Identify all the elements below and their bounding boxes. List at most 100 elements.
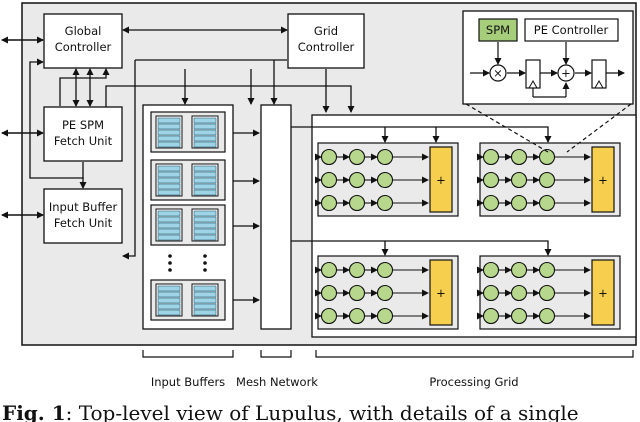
- buffer-cell: [157, 171, 181, 178]
- adder-icon: [557, 64, 575, 82]
- caption-text: : Top-level view of Lupulus, with detail…: [66, 401, 579, 422]
- pe-tile: +: [477, 142, 621, 217]
- processing-element: [510, 261, 528, 279]
- processing-element: [376, 307, 394, 325]
- processing-element: [348, 171, 366, 189]
- buffer-cell: [157, 303, 181, 310]
- ellipsis-dot: [203, 261, 207, 265]
- processing-element: [320, 194, 338, 212]
- processing-element: [482, 284, 500, 302]
- buffer-cell: [157, 309, 181, 316]
- buffer-cell: [157, 123, 181, 130]
- pe-spm-fetch-unit-block: PE SPM Fetch Unit: [43, 106, 123, 162]
- row-adder: [591, 259, 615, 326]
- input-buffer-stack: [150, 111, 226, 321]
- processing-element: [376, 171, 394, 189]
- buffer-cell: [193, 123, 217, 130]
- buffer-cell: [157, 234, 181, 241]
- row-adder: [429, 146, 453, 213]
- processing-element: [320, 148, 338, 166]
- buffer-cell: [193, 141, 217, 148]
- pe-tiles: ++++: [315, 142, 621, 330]
- processing-element: [482, 171, 500, 189]
- processing-element: [320, 171, 338, 189]
- input-buffer-module: [150, 159, 226, 201]
- ellipsis-dot: [168, 261, 172, 265]
- control-connections: [29, 26, 355, 260]
- buffer-cell: [193, 177, 217, 184]
- buffer-cell: [193, 183, 217, 190]
- buffer-cell: [157, 177, 181, 184]
- processing-element: [510, 148, 528, 166]
- pe-tile: +: [315, 142, 459, 217]
- ellipsis-dot: [168, 254, 172, 258]
- processing-element: [538, 307, 556, 325]
- buffer-cell: [157, 117, 181, 124]
- processing-element: [348, 261, 366, 279]
- pe-spm-fetch-label-1: PE SPM: [62, 118, 104, 132]
- processing-element: [482, 307, 500, 325]
- buffer-cell: [193, 228, 217, 235]
- processing-element: [376, 284, 394, 302]
- buffer-cell: [193, 222, 217, 229]
- processing-element: [320, 261, 338, 279]
- pe-spm-fetch-label-2: Fetch Unit: [54, 134, 113, 148]
- buffer-cell: [193, 285, 217, 292]
- global-controller-label-2: Controller: [55, 40, 112, 54]
- processing-element: [538, 148, 556, 166]
- buffer-cell: [157, 297, 181, 304]
- processing-element: [348, 194, 366, 212]
- processing-element: [376, 148, 394, 166]
- processing-element: [538, 194, 556, 212]
- grid-controller-block: Grid Controller: [287, 13, 365, 69]
- buffer-cell: [157, 222, 181, 229]
- multiplier-symbol: ×: [493, 66, 503, 80]
- buffer-cell: [157, 210, 181, 217]
- pe-detail-spm-label: SPM: [486, 23, 510, 37]
- multiplier-icon: [489, 64, 507, 82]
- buffer-cell: [193, 309, 217, 316]
- row-adder-symbol: +: [436, 286, 446, 300]
- register-1: [525, 59, 541, 89]
- pe-tile: +: [315, 255, 459, 330]
- buffer-cell: [193, 165, 217, 172]
- buffer-cell: [193, 216, 217, 223]
- processing-element: [348, 284, 366, 302]
- processing-element: [320, 284, 338, 302]
- buffer-cell: [193, 135, 217, 142]
- caption-label: Fig. 1: [2, 401, 66, 422]
- processing-element: [510, 171, 528, 189]
- processing-element: [538, 261, 556, 279]
- pe-detail-controller: [524, 18, 619, 42]
- row-adder: [591, 146, 615, 213]
- input-buffer-module: [150, 279, 226, 321]
- buffer-cell: [193, 189, 217, 196]
- group-brackets: [142, 350, 634, 358]
- input-buffer-fetch-label-1: Input Buffer: [49, 200, 118, 214]
- processing-element: [482, 148, 500, 166]
- processing-element: [482, 194, 500, 212]
- processing-element: [510, 307, 528, 325]
- processing-element: [510, 194, 528, 212]
- ellipsis-dot: [168, 268, 172, 272]
- ellipsis-dot: [203, 268, 207, 272]
- input-buffer-fetch-unit-block: Input Buffer Fetch Unit: [43, 188, 123, 244]
- processing-element: [348, 307, 366, 325]
- buffer-to-mesh-arrows: [233, 129, 260, 304]
- buffer-cell: [157, 141, 181, 148]
- buffer-cell: [157, 228, 181, 235]
- buffer-cell: [157, 216, 181, 223]
- buffer-cell: [157, 189, 181, 196]
- grid-controller-label-1: Grid: [314, 24, 338, 38]
- input-buffers-label: Input Buffers: [151, 375, 225, 389]
- pe-detail-spm: [478, 18, 518, 42]
- buffer-cell: [157, 183, 181, 190]
- buffer-cell: [193, 291, 217, 298]
- global-controller-label-1: Global: [65, 24, 102, 38]
- buffer-cell: [193, 117, 217, 124]
- row-adder: [429, 259, 453, 326]
- row-adder-symbol: +: [598, 173, 608, 187]
- buffer-cell: [157, 285, 181, 292]
- pe-detail-inset: SPM PE Controller × +: [462, 10, 634, 105]
